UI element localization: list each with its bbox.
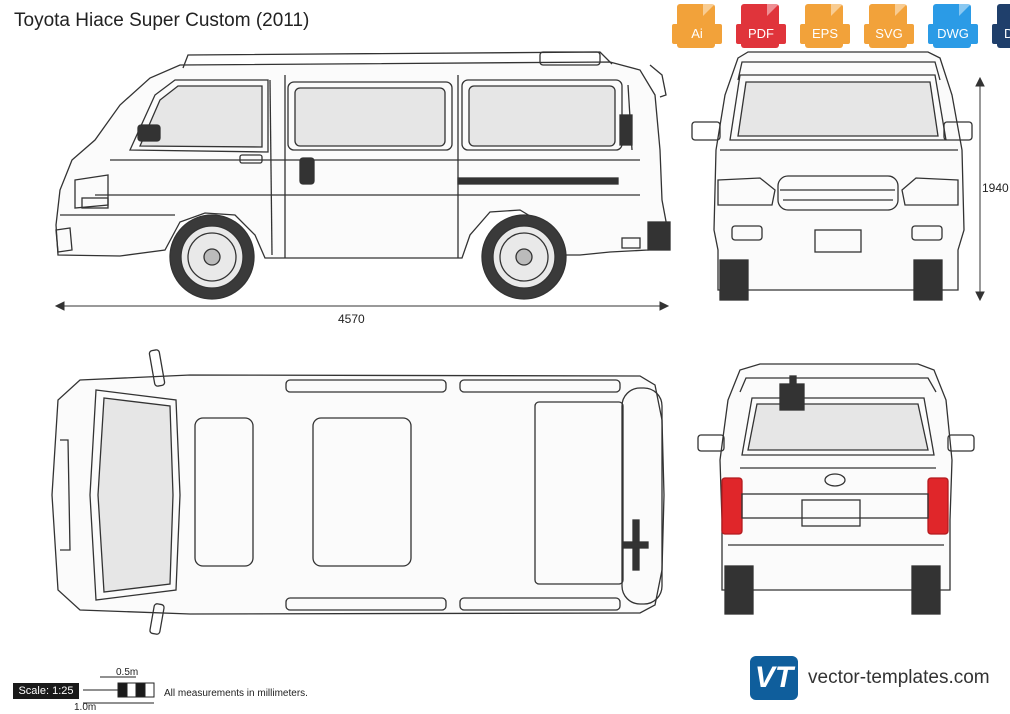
format-svg-badge[interactable]: SVG — [864, 4, 922, 48]
side-view — [55, 51, 671, 300]
height-dimension: 1940 — [982, 181, 1009, 195]
scale-one-meter: 1.0m — [74, 702, 97, 713]
dimension-lines — [54, 76, 985, 311]
format-dwg-badge[interactable]: DWG — [928, 4, 986, 48]
format-dwg-label: DWG — [928, 24, 978, 44]
brand-logo-icon: VT — [750, 656, 798, 700]
format-ai-label: Ai — [672, 24, 722, 44]
measurements-note: All measurements in millimeters. — [164, 688, 308, 699]
format-eps-badge[interactable]: EPS — [800, 4, 858, 48]
scale-bar — [83, 676, 155, 704]
format-pdf-label: PDF — [736, 24, 786, 44]
format-eps-label: EPS — [800, 24, 850, 44]
rear-view — [697, 363, 975, 615]
top-view — [51, 349, 665, 635]
format-pdf-badge[interactable]: PDF — [736, 4, 794, 48]
format-dxf-badge[interactable]: DXF — [992, 4, 1010, 48]
format-dxf-label: DXF — [992, 24, 1010, 44]
format-svg-label: SVG — [864, 24, 914, 44]
length-dimension: 4570 — [338, 312, 365, 326]
front-view — [691, 51, 973, 301]
scale-label: Scale: 1:25 — [13, 683, 79, 699]
brand-name: vector-templates.com — [808, 667, 990, 688]
brand[interactable]: VT vector-templates.com — [750, 656, 990, 700]
format-badges: Ai PDF EPS SVG DWG DXF — [672, 4, 1010, 48]
scale-half-meter: 0.5m — [116, 667, 139, 678]
page-title: Toyota Hiace Super Custom (2011) — [14, 10, 310, 31]
format-ai-badge[interactable]: Ai — [672, 4, 730, 48]
